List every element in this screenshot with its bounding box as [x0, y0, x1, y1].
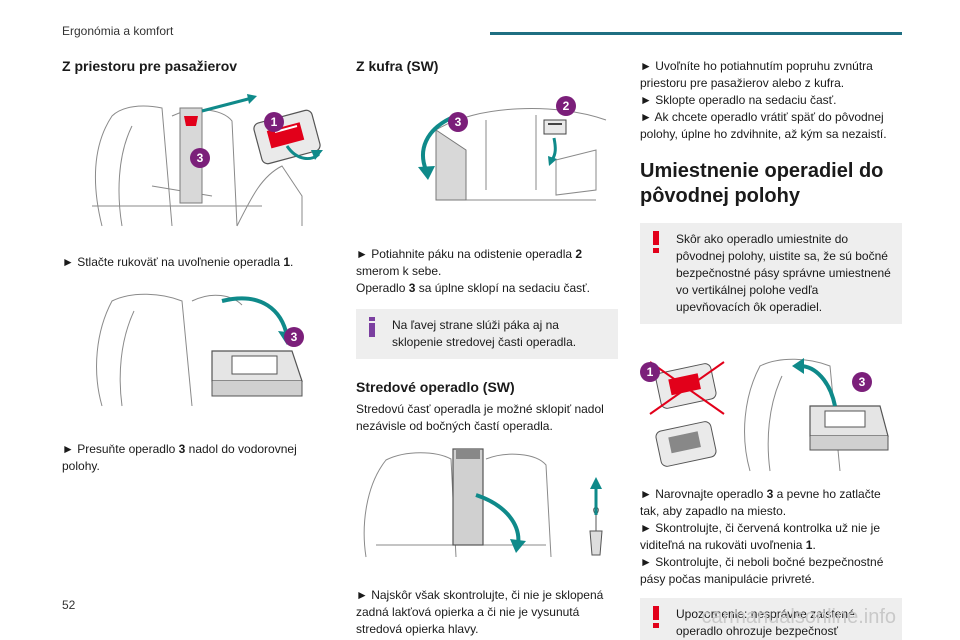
info-text: Na ľavej strane slúži páka aj na sklopen… — [392, 318, 577, 349]
column-2: Z kufra (SW) 2 3 ► Potiahnite páku na od… — [356, 58, 618, 638]
col3-step4: ► Narovnajte operadlo 3 a pevne ho zatla… — [640, 487, 881, 518]
running-header: Ergonómia a komfort — [62, 24, 174, 38]
warning-icon — [652, 606, 660, 633]
col3-step6: ► Skontrolujte, či neboli bočné bezpečno… — [640, 555, 884, 586]
section-heading-restore: Umiestnenie operadiel do pôvodnej polohy — [640, 160, 884, 207]
illustration-trunk-release: 2 3 — [356, 90, 618, 210]
illustration-restore-backrest: 1 3 — [640, 346, 902, 476]
col2-final-note: ► Najskôr však skontrolujte, či nie je s… — [356, 588, 604, 636]
header-rule — [490, 32, 902, 35]
section-title-passenger: Z priestoru pre pasažierov — [62, 58, 238, 74]
illustration-passenger-release: 1 3 — [62, 86, 324, 236]
col3-step5: ► Skontrolujte, či červená kontrolka už … — [640, 521, 880, 552]
col3-step1: ► Uvoľníte ho potiahnutím popruhu zvnútr… — [640, 59, 873, 90]
center-backrest-drawing — [363, 448, 603, 558]
col2-step1: ► Potiahnite páku na odistenie operadla … — [356, 247, 583, 278]
info-box-lever: Na ľavej strane slúži páka aj na sklopen… — [356, 309, 618, 359]
illustration-backrest-fold: 3 — [62, 281, 324, 411]
col1-step2: ► Presuňte operadlo 3 nadol do vodorovne… — [62, 442, 297, 473]
backrest-fold-drawing — [96, 293, 303, 407]
badge-2: 2 — [556, 96, 576, 116]
warning-text-belts: Skôr ako operadlo umiestnite do pôvodnej… — [676, 232, 891, 314]
page-number: 52 — [62, 598, 76, 612]
section-title-trunk: Z kufra (SW) — [356, 58, 439, 74]
restore-drawing — [649, 358, 889, 472]
warning-icon — [652, 231, 660, 258]
badge-3: 3 — [190, 148, 210, 168]
badge-3-trunk: 3 — [448, 112, 468, 132]
col3-step2: ► Sklopte operadlo na sedaciu časť. — [640, 93, 837, 107]
subsection-title-center-backrest: Stredové operadlo (SW) — [356, 379, 515, 395]
column-3: ► Uvoľníte ho potiahnutím popruhu zvnútr… — [640, 58, 902, 640]
col2-step2: Operadlo 3 sa úplne sklopí na sedaciu ča… — [356, 281, 590, 295]
badge-1: 1 — [264, 112, 284, 132]
warning-box-belts: Skôr ako operadlo umiestnite do pôvodnej… — [640, 223, 902, 324]
badge-1-restore: 1 — [640, 362, 660, 382]
trunk-drawing — [418, 108, 607, 201]
illustration-center-backrest — [356, 445, 618, 561]
warning-text-safety: Upozornenie: nesprávne zaistené operadlo… — [676, 607, 855, 638]
watermark: carmanualsonline.info — [701, 606, 896, 628]
col2-sub-para: Stredovú časť operadla je možné sklopiť … — [356, 402, 604, 433]
column-1: Z priestoru pre pasažierov — [62, 58, 324, 475]
col1-step1: ► Stlačte rukoväť na uvoľnenie operadla … — [62, 255, 294, 269]
info-icon — [368, 317, 376, 342]
warning-box-safety: Upozornenie: nesprávne zaistené operadlo… — [640, 598, 902, 640]
badge-3-fold: 3 — [284, 327, 304, 347]
badge-3-restore: 3 — [852, 372, 872, 392]
col3-step3: ► Ak chcete operadlo vrátiť späť do pôvo… — [640, 110, 887, 141]
